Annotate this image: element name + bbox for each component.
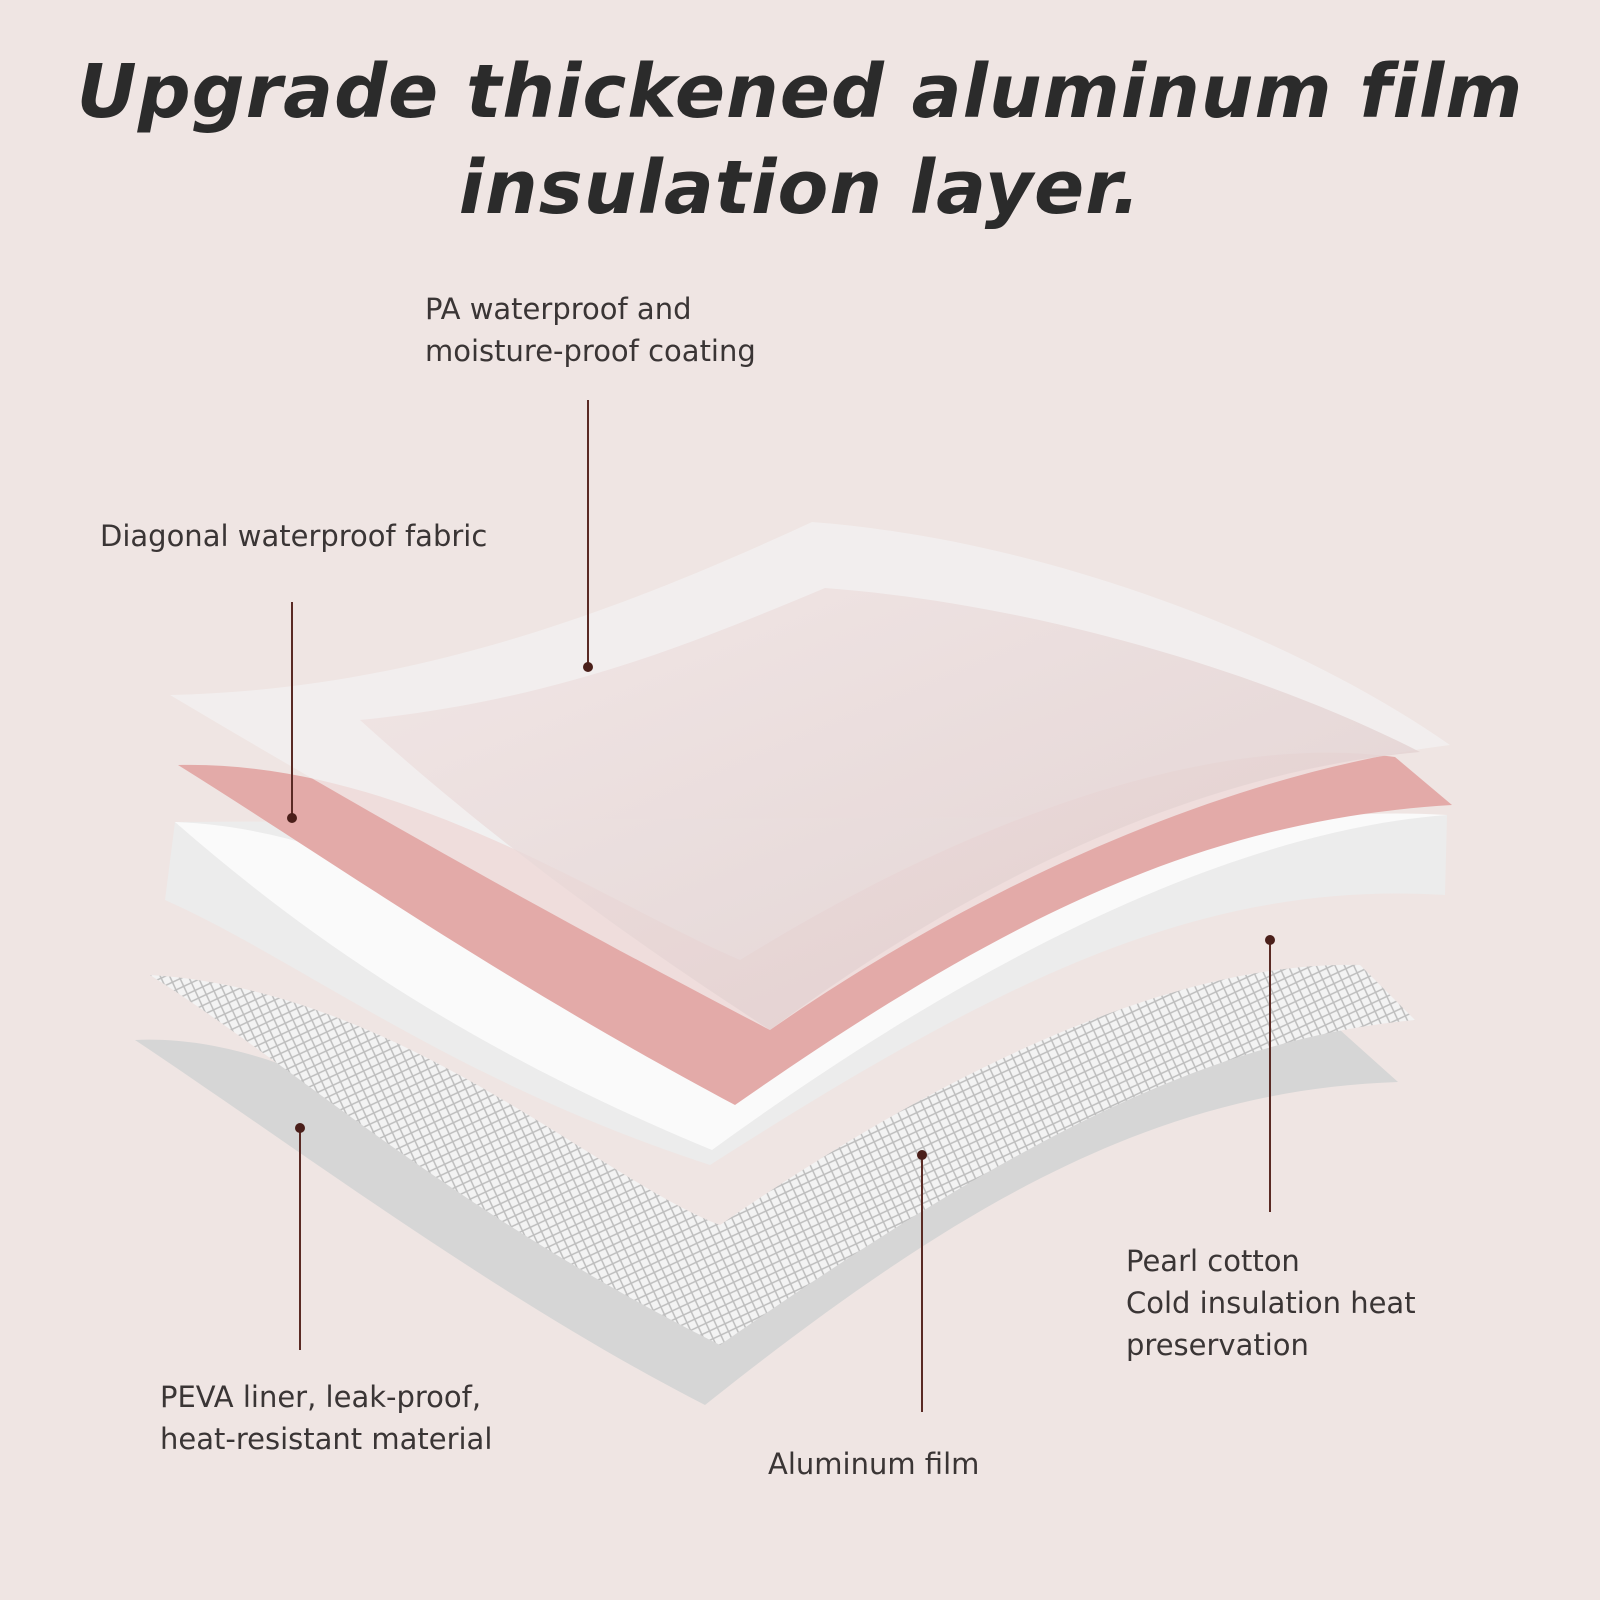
- diagonal-fabric-dot: [287, 813, 297, 823]
- pearl-cotton-label: Pearl cotton Cold insulation heat preser…: [1126, 1240, 1416, 1366]
- page-title: Upgrade thickened aluminum film insulati…: [0, 44, 1600, 236]
- title-line-1: Upgrade thickened aluminum film: [76, 49, 1524, 135]
- pearl-label-line-2: Cold insulation heat: [1126, 1286, 1416, 1320]
- leader-lines: [291, 400, 1271, 1412]
- pa-label-line-1: PA waterproof and: [425, 292, 692, 326]
- title-line-2: insulation layer.: [458, 145, 1142, 231]
- pearl-label-line-1: Pearl cotton: [1126, 1244, 1300, 1278]
- aluminum-film-layer: [150, 964, 1415, 1345]
- aluminum-film-label: Aluminum film: [768, 1447, 980, 1481]
- pa-coating-inner: [360, 588, 1420, 1030]
- peva-liner-label: PEVA liner, leak-proof, heat-resistant m…: [160, 1376, 492, 1460]
- peva-label-line-1: PEVA liner, leak-proof,: [160, 1380, 482, 1414]
- pearl-label-line-3: preservation: [1126, 1328, 1309, 1362]
- pearl-cotton-layer: [175, 813, 1447, 1150]
- aluminum-film-dot: [917, 1150, 927, 1160]
- peva-liner-layer: [135, 1030, 1398, 1405]
- pa-coating-label: PA waterproof and moisture-proof coating: [425, 288, 756, 372]
- pearl-cotton-dot: [1265, 935, 1275, 945]
- pa-label-line-2: moisture-proof coating: [425, 334, 756, 368]
- diagonal-fabric-label: Diagonal waterproof fabric: [100, 519, 488, 553]
- peva-label-line-2: heat-resistant material: [160, 1422, 493, 1456]
- pa-coating-dot: [583, 662, 593, 672]
- peva-liner-dot: [295, 1123, 305, 1133]
